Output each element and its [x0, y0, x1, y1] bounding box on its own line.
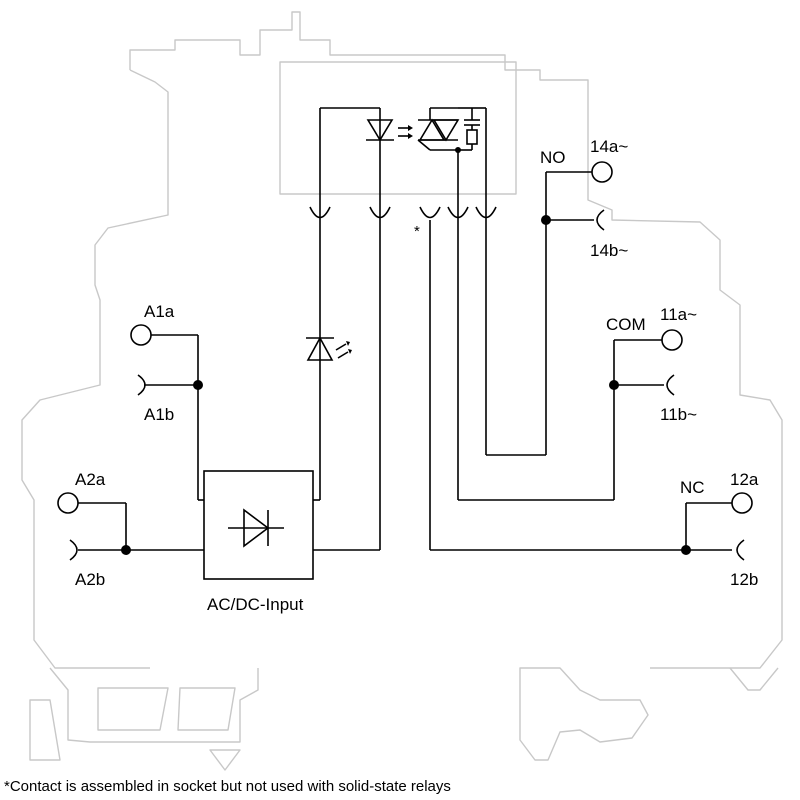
triac-symbol: [417, 107, 472, 151]
terminal-a1b-label: A1b: [144, 405, 174, 424]
input-module-label: AC/DC-Input: [207, 595, 304, 614]
relay-pin-connectors: [309, 206, 497, 220]
terminal-a1a[interactable]: [130, 324, 152, 346]
input-module: [203, 470, 314, 580]
terminal-a1a-label: A1a: [144, 302, 175, 321]
contact-com-label: COM: [606, 315, 646, 334]
relay-internal-wires: [319, 107, 487, 208]
terminal-a2a-label: A2a: [75, 470, 106, 489]
terminal-11a[interactable]: [661, 329, 683, 351]
terminal-12b[interactable]: [736, 539, 745, 561]
terminal-a2b[interactable]: [69, 539, 78, 561]
contact-no-label: NO: [540, 148, 566, 167]
rc-snubber-symbol: [455, 108, 480, 153]
terminal-12b-label: 12b: [730, 570, 758, 589]
optocoupler-led-symbol: [366, 119, 413, 142]
footnote: *Contact is assembled in socket but not …: [4, 778, 451, 795]
terminal-14a-label: 14a~: [590, 137, 628, 156]
terminal-14b[interactable]: [596, 209, 605, 231]
asterisk-marker: *: [414, 223, 420, 240]
contact-nc-label: NC: [680, 478, 705, 497]
terminal-14b-label: 14b~: [590, 241, 628, 260]
terminal-12a-label: 12a: [730, 470, 759, 489]
terminal-a1b[interactable]: [137, 374, 146, 396]
status-led-symbol: [306, 336, 352, 361]
junction-dots: [121, 215, 691, 555]
socket-housing-outline: [21, 11, 783, 771]
terminal-11b-label: 11b~: [660, 405, 697, 424]
terminal-11b[interactable]: [666, 374, 675, 396]
terminal-a2a[interactable]: [57, 492, 79, 514]
terminal-11a-label: 11a~: [660, 305, 697, 324]
terminal-12a[interactable]: [731, 492, 753, 514]
terminal-a2b-label: A2b: [75, 570, 105, 589]
external-wires: [78, 171, 732, 551]
terminal-14a[interactable]: [591, 161, 613, 183]
